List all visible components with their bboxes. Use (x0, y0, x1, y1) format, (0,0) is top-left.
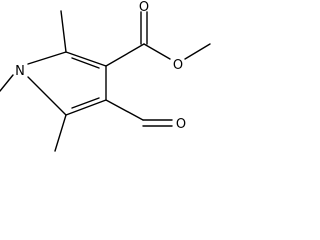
bond-c2-methyl (60, 10, 67, 53)
ester-ether-oxygen-label: O (173, 58, 183, 73)
bond-c2-c3 (65, 51, 107, 67)
aldehyde-oxygen-label: O (176, 117, 186, 132)
bond-c5-n1 (27, 76, 67, 116)
bond-n1-methyl (0, 74, 14, 92)
bond-c5-methyl (54, 114, 67, 152)
bond-c4-c5 (65, 99, 107, 116)
bond-n1-c2 (27, 51, 67, 65)
ester-carbonyl-oxygen-label: O (139, 0, 149, 15)
molecule-structure-diagram: N O O O (0, 0, 211, 152)
nitrogen-label: N (15, 64, 25, 79)
bond-c3-ester-carbon (105, 43, 145, 67)
bond-c2-c3-inner (71, 57, 100, 69)
bond-c4-c5-inner (71, 97, 100, 109)
bond-ester-carbon-oxygen (143, 43, 171, 60)
bond-oxygen-methyl (184, 43, 211, 60)
bond-c4-aldehyde-carbon (105, 99, 144, 121)
